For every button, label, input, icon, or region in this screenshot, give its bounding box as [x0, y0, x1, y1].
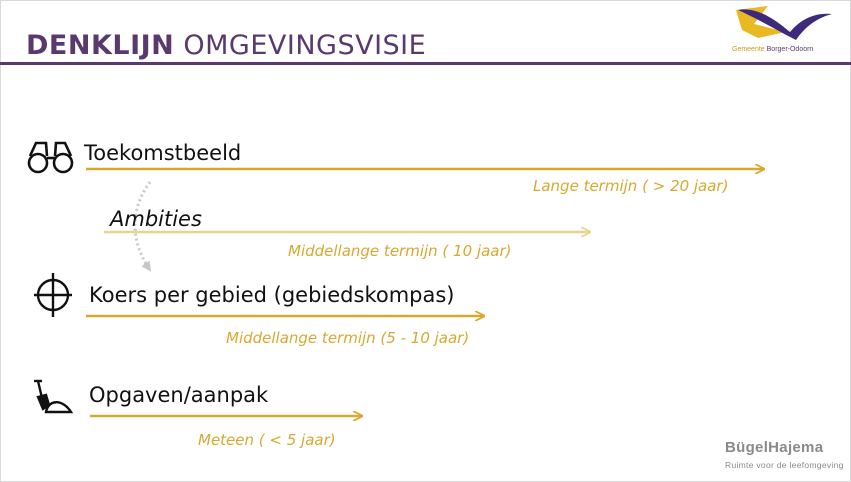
shovel-icon [34, 379, 74, 414]
label-ambities: Ambities [110, 207, 202, 231]
title-underline [0, 62, 851, 65]
crosshair-icon [34, 273, 72, 317]
term-toekomstbeeld: Lange termijn ( > 20 jaar) [533, 177, 729, 195]
label-opgaven: Opgaven/aanpak [89, 383, 269, 407]
term-opgaven: Meteen ( < 5 jaar) [198, 431, 336, 449]
brand-name: BügelHajema [725, 439, 824, 456]
label-toekomstbeeld: Toekomstbeeld [84, 141, 242, 165]
logo-text: Gemeente Borger-Odoorn [732, 46, 814, 53]
term-ambities: Middellange termijn ( 10 jaar) [288, 242, 512, 260]
label-koers: Koers per gebied (gebiedskompas) [89, 283, 455, 307]
municipality-logo [736, 6, 832, 40]
binoculars-icon [27, 141, 74, 174]
term-koers: Middellange termijn (5 - 10 jaar) [226, 329, 470, 347]
brand-tagline: Ruimte voor de leefomgeving [725, 460, 844, 470]
title-light: OMGEVINGSVISIE [183, 30, 427, 61]
title-bold: DENKLIJN [26, 30, 175, 61]
page-title: DENKLIJN OMGEVINGSVISIE [26, 30, 426, 61]
